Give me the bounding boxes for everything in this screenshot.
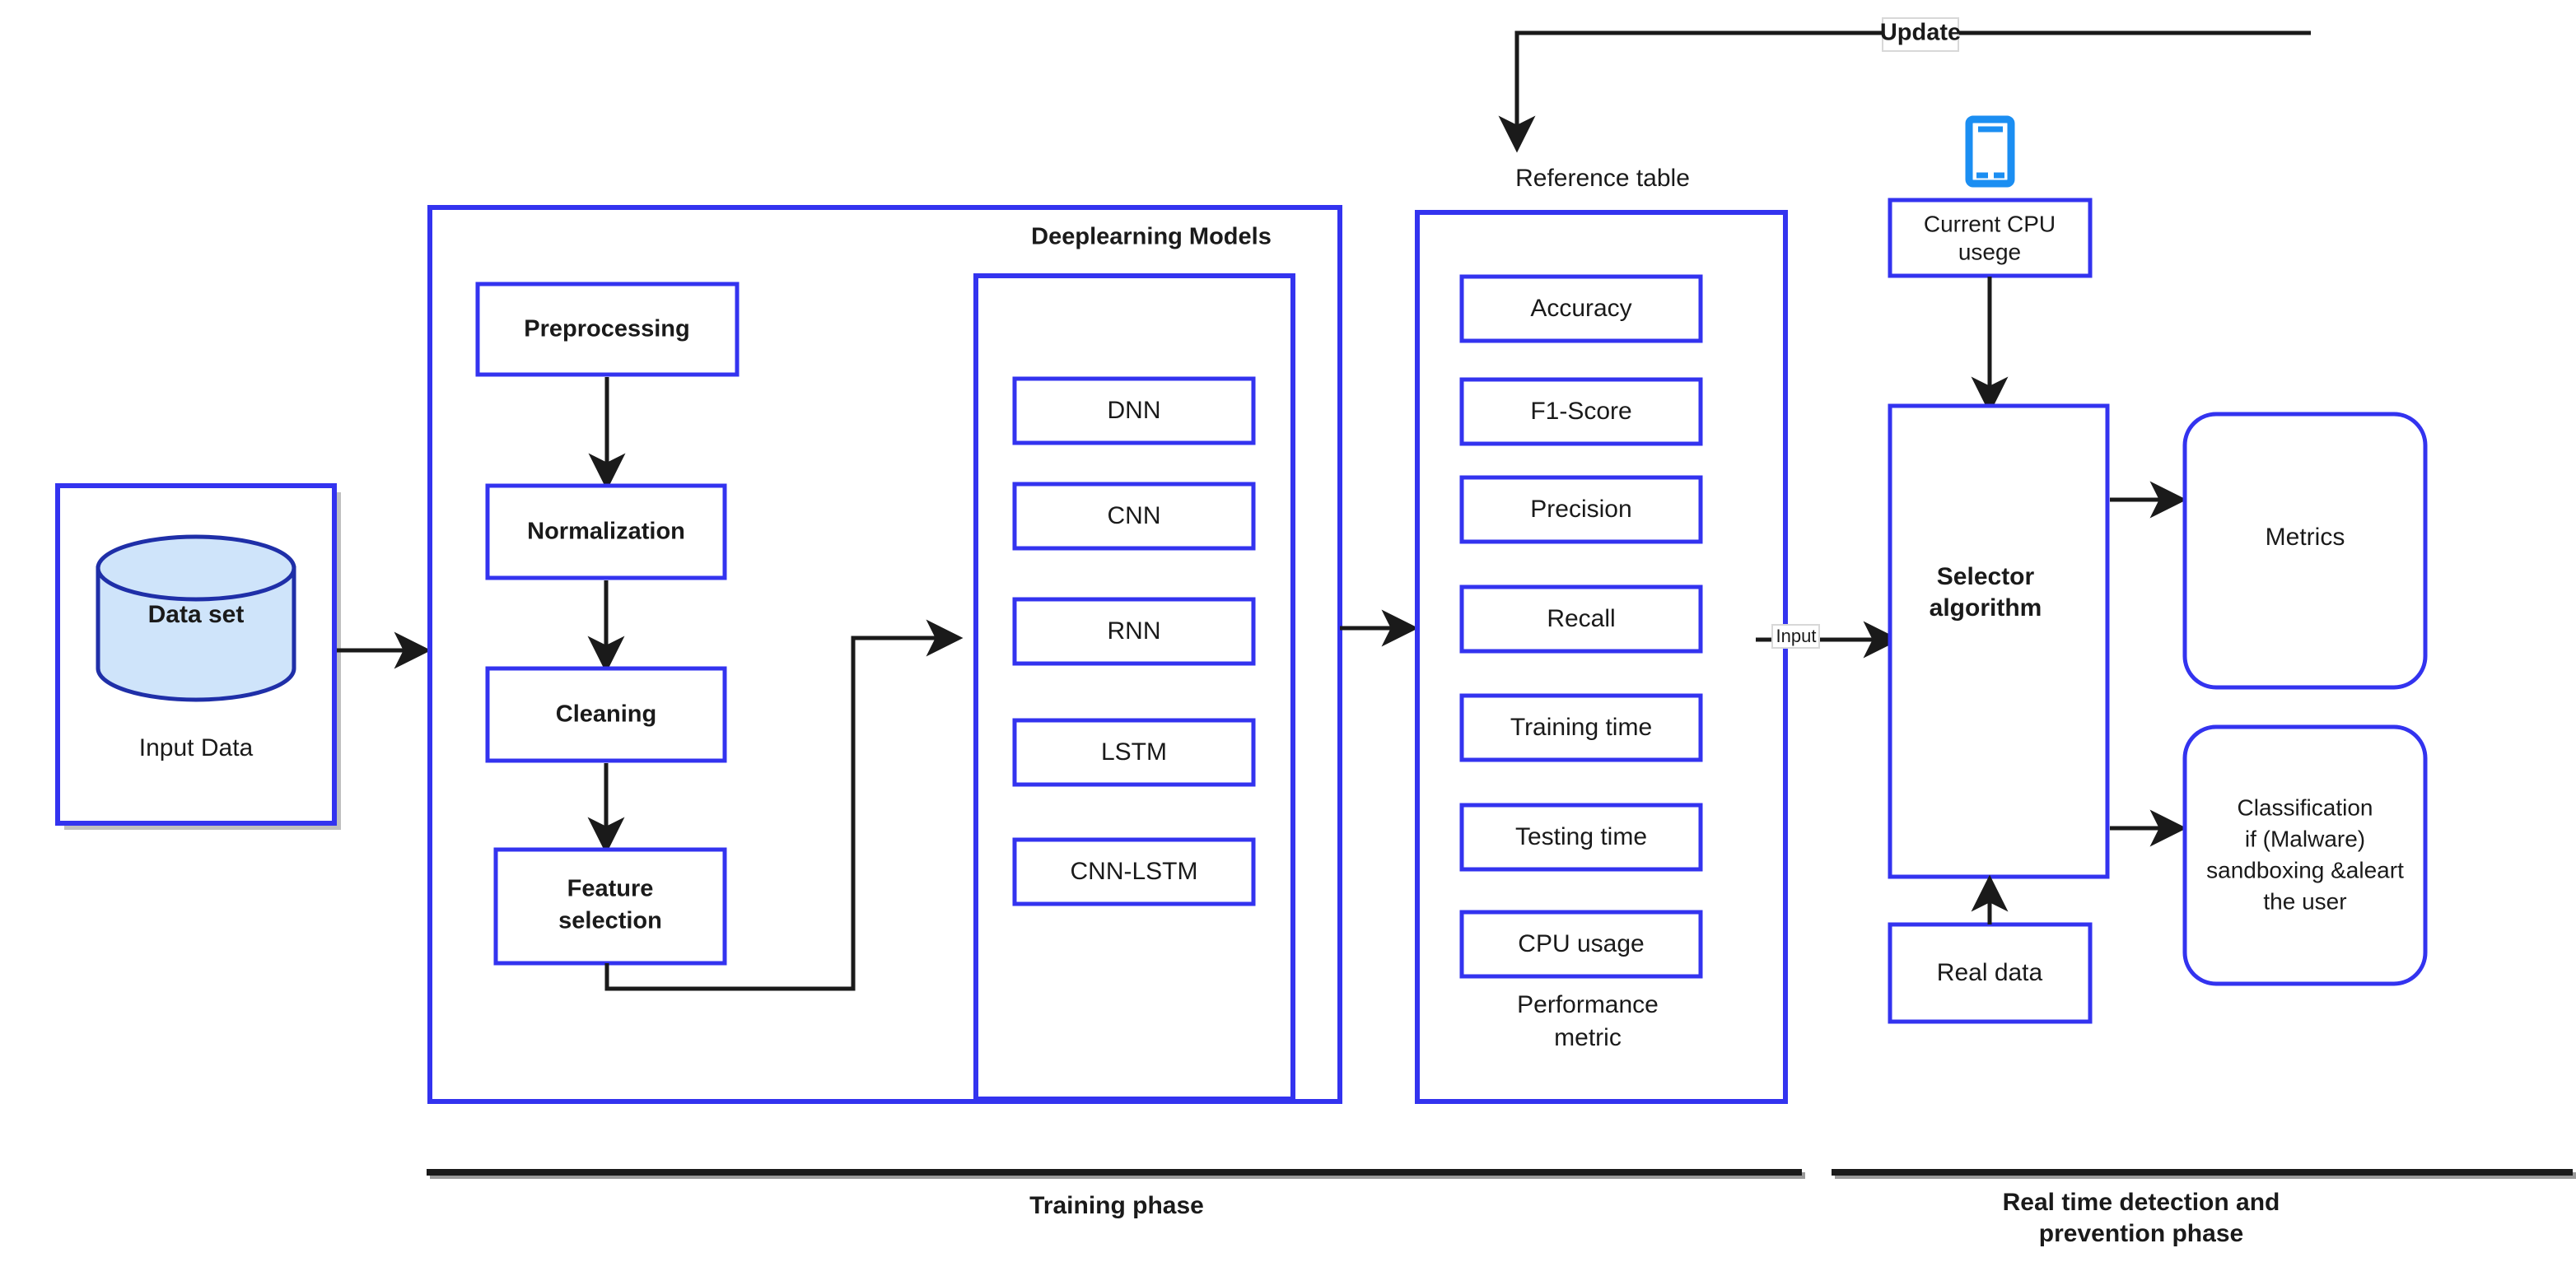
node-feature-selection-label-2: selection (558, 908, 662, 934)
training-container (427, 205, 1342, 1104)
edge-label-input: Input (1776, 626, 1817, 646)
metrics-node[interactable]: Metrics (2182, 412, 2428, 690)
metric-f1-score[interactable] (1459, 377, 1703, 446)
dataset-label: Data set (148, 601, 245, 628)
preprocessing-chain: Preprocessing Normalization Cleaning Fea… (475, 282, 740, 966)
node-model-lstm[interactable] (1012, 718, 1256, 787)
training-phase-footer: Training phase (427, 1169, 1805, 1219)
edge-label-update-bg (1882, 17, 1959, 52)
metric-precision[interactable] (1459, 475, 1703, 544)
metric-f1-score-label: F1-Score (1530, 398, 1631, 425)
selector-label-1: Selector (1937, 563, 2035, 590)
node-model-rnn[interactable] (1012, 597, 1256, 666)
classification-label-3: sandboxing &aleart (2206, 857, 2404, 882)
classification-label-4: the user (2263, 888, 2346, 914)
node-model-lstm-label: LSTM (1101, 738, 1167, 766)
performance-metric-caption-1: Performance (1517, 991, 1659, 1018)
selector-algorithm-node[interactable]: Selector algorithm (1888, 403, 2110, 879)
cpu-usage-label-2: usege (1958, 239, 2021, 264)
node-cleaning[interactable] (485, 666, 727, 763)
reference-table-container (1415, 210, 1788, 1104)
metric-testing-time-label: Testing time (1515, 823, 1647, 850)
node-model-rnn-label: RNN (1108, 617, 1161, 645)
selector-label-2: algorithm (1930, 594, 2042, 622)
metric-training-time-label: Training time (1510, 714, 1652, 741)
node-cleaning-label: Cleaning (556, 701, 656, 728)
node-normalization[interactable] (485, 483, 727, 580)
input-data-panel: Data set Input Data (55, 483, 341, 830)
edge-update-loop (1498, 30, 2311, 153)
node-model-cnn-lstm[interactable] (1012, 837, 1256, 906)
deeplearning-container (973, 273, 1295, 1101)
metric-testing-time[interactable] (1459, 803, 1703, 872)
edge-label-update: Update (1880, 20, 1961, 46)
realtime-phase-label-1: Real time detection and (2003, 1189, 2280, 1216)
node-model-cnn-label: CNN (1108, 502, 1161, 529)
node-feature-selection[interactable] (493, 847, 727, 966)
dataset-cylinder-icon (96, 534, 296, 702)
deeplearning-models-group: Deeplearning Models DNN CNN RNN LSTM CNN… (973, 224, 1295, 1101)
node-preprocessing-label: Preprocessing (524, 316, 689, 342)
node-feature-selection-label-1: Feature (567, 876, 654, 902)
metrics-label: Metrics (2266, 524, 2345, 551)
input-data-caption: Input Data (139, 734, 254, 761)
current-cpu-usage-node[interactable]: Current CPU usege (1888, 198, 2093, 278)
node-model-cnn-lstm-label: CNN-LSTM (1071, 858, 1198, 885)
node-normalization-label: Normalization (527, 519, 685, 545)
classification-label-1: Classification (2238, 794, 2373, 820)
real-data-label: Real data (1937, 959, 2043, 986)
metric-accuracy[interactable] (1459, 274, 1703, 343)
metric-cpu-usage[interactable] (1459, 910, 1703, 979)
node-model-cnn[interactable] (1012, 482, 1256, 551)
node-preprocessing[interactable] (475, 282, 740, 377)
metric-accuracy-label: Accuracy (1530, 295, 1631, 322)
training-phase-label: Training phase (1029, 1192, 1204, 1219)
metric-precision-label: Precision (1530, 496, 1631, 523)
classification-node[interactable]: Classification if (Malware) sandboxing &… (2182, 724, 2428, 986)
edge-feature-selection-to-deeplearning (604, 619, 964, 991)
reference-table-title: Reference table (1515, 165, 1690, 192)
performance-metric-caption-2: metric (1554, 1024, 1622, 1051)
node-model-dnn-label: DNN (1108, 397, 1161, 424)
classification-label-2: if (Malware) (2245, 826, 2365, 851)
node-model-dnn[interactable] (1012, 376, 1256, 445)
cpu-usage-label-1: Current CPU (1924, 211, 2056, 236)
edge-label-input-bg (1771, 624, 1820, 649)
metric-recall-label: Recall (1547, 605, 1615, 632)
realtime-phase-footer: Real time detection and prevention phase (1832, 1169, 2576, 1247)
metric-training-time[interactable] (1459, 693, 1703, 762)
metric-cpu-usage-label: CPU usage (1518, 930, 1644, 957)
deeplearning-title: Deeplearning Models (1031, 224, 1272, 250)
reference-table-group: Reference table Accuracy F1-Score Precis… (1415, 165, 1788, 1104)
real-data-node[interactable]: Real data (1888, 922, 2093, 1024)
metric-recall[interactable] (1459, 584, 1703, 654)
realtime-phase-label-2: prevention phase (2039, 1220, 2243, 1247)
smartphone-icon (1965, 115, 2015, 188)
